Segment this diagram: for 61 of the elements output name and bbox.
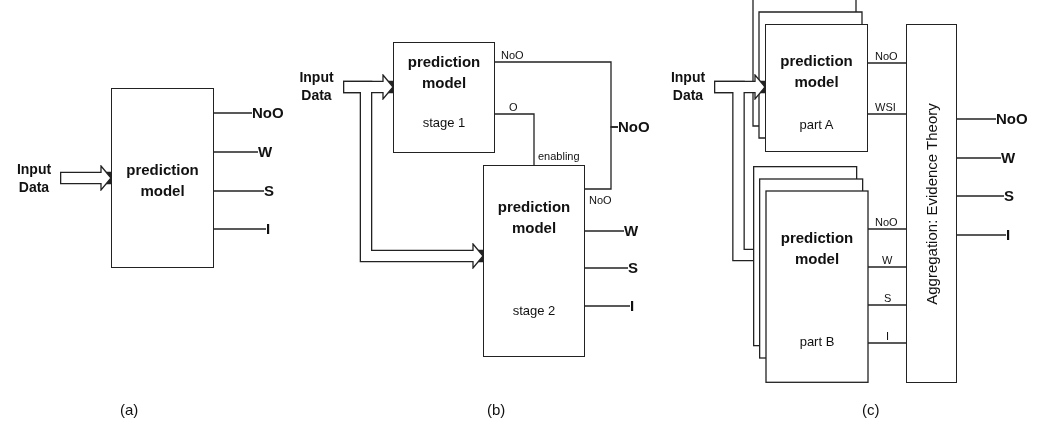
box-label: Aggregation: Evidence Theory [922, 102, 941, 305]
panel-caption: (c) [862, 401, 880, 419]
edge-label: NoO [874, 216, 899, 228]
connector-line [213, 190, 265, 192]
connector-line [956, 234, 1007, 236]
output-label: S [264, 182, 280, 200]
model-box [765, 24, 868, 152]
connector-line [956, 195, 1005, 197]
box-subtitle: part B [798, 334, 836, 350]
box-subtitle: stage 2 [511, 303, 557, 319]
output-label: W [624, 222, 646, 240]
box-title: prediction model [496, 197, 572, 238]
connector-line [584, 126, 619, 190]
output-label: W [1001, 149, 1023, 167]
panel-caption: (b) [487, 401, 506, 419]
box-title: prediction model [125, 160, 200, 201]
box-subtitle: part A [798, 117, 835, 133]
input-label: Input Data [662, 68, 714, 104]
annotation-label: enabling [537, 150, 581, 162]
output-label: I [266, 220, 276, 238]
panel-caption: (a) [120, 401, 139, 419]
output-label: NoO [996, 110, 1036, 128]
output-label: S [1004, 187, 1020, 205]
model-box [483, 165, 585, 357]
connector-line [213, 151, 259, 153]
output-label: W [258, 143, 280, 161]
edge-label: I [885, 330, 891, 342]
edge-label: NoO [874, 50, 899, 62]
connector-line [956, 118, 997, 120]
connector-line [867, 62, 907, 64]
edge-label: WSI [874, 101, 897, 113]
input-label: Input Data [8, 160, 60, 196]
connector-line [584, 267, 629, 269]
stacked-model-boxes [753, 166, 868, 383]
edge-label: NoO [500, 49, 525, 61]
edge-label: S [883, 292, 893, 304]
input-label: Input Data [290, 68, 343, 104]
aggregation-box [906, 24, 957, 383]
hollow-arrow [343, 80, 484, 269]
edge-label: O [508, 101, 519, 113]
output-label: NoO [618, 118, 658, 136]
edge-label: NoO [588, 194, 613, 206]
connector-line [867, 113, 907, 115]
connector-line [494, 113, 535, 166]
hollow-arrow [60, 165, 112, 191]
edge-label: W [881, 254, 894, 266]
box-title: prediction model [779, 51, 854, 92]
box-subtitle: stage 1 [421, 115, 467, 131]
connector-line [213, 228, 267, 230]
output-label: S [628, 259, 644, 277]
output-label: I [630, 297, 640, 315]
model-box [111, 88, 214, 268]
output-label: NoO [252, 104, 292, 122]
connector-line [584, 305, 631, 307]
connector-line [956, 157, 1002, 159]
box-title: prediction model [406, 52, 482, 93]
connector-line [584, 230, 625, 232]
output-label: I [1006, 226, 1016, 244]
box-title: prediction model [779, 228, 855, 269]
model-box [393, 42, 495, 153]
connector-line [213, 112, 253, 114]
